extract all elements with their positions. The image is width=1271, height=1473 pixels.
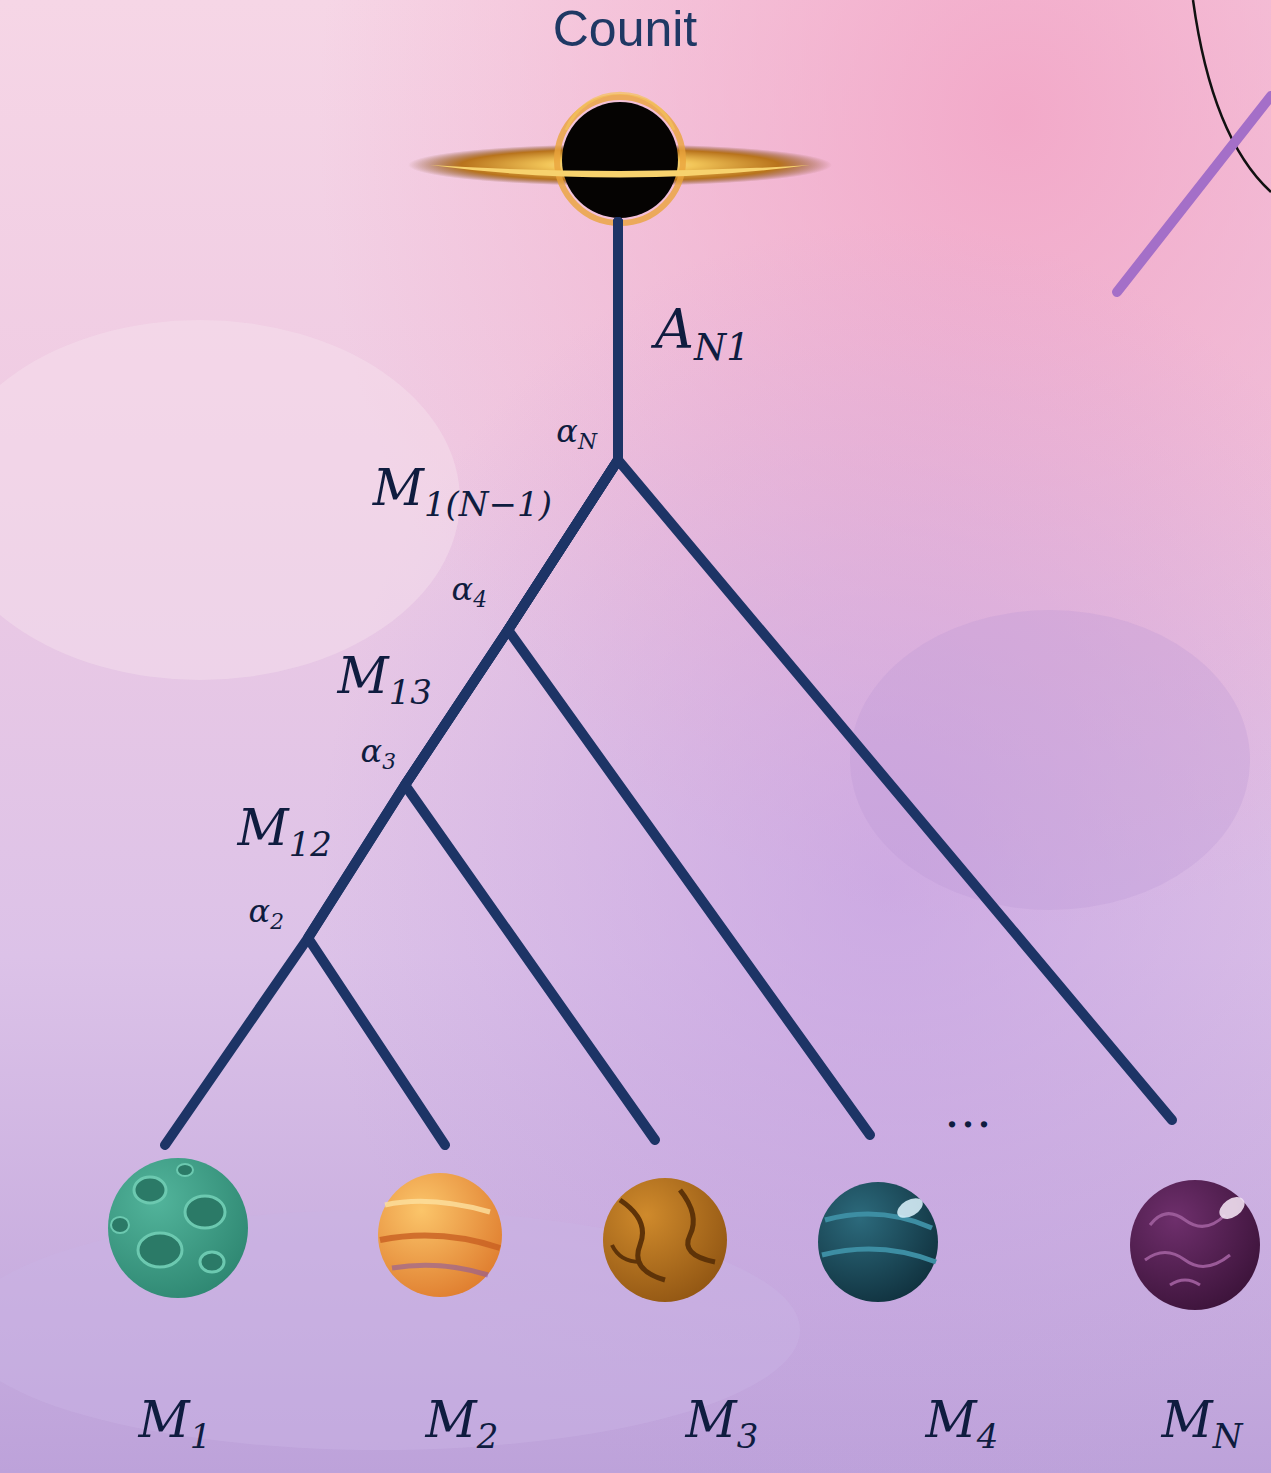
math-subscript: 4 (977, 1416, 999, 1456)
illustration-part (185, 1196, 225, 1228)
math-base: α (452, 570, 474, 608)
illustration-part (430, 165, 810, 178)
illustration-part (894, 1194, 926, 1222)
math-base: A (655, 298, 694, 361)
math-label: α3 (361, 734, 396, 769)
math-subscript: 12 (289, 823, 332, 863)
illustration-part (825, 1214, 932, 1228)
math-subscript: 13 (389, 671, 432, 711)
illustration-part (620, 1200, 665, 1280)
illustration-part (562, 102, 678, 218)
illustration-part (378, 1173, 502, 1297)
illustration-part (134, 1177, 166, 1203)
illustration-part (680, 1190, 715, 1262)
planet-node: MN (1133, 1120, 1271, 1460)
math-subscript: 3 (382, 749, 396, 774)
math-base: M (926, 1391, 977, 1449)
math-base: M (139, 1391, 190, 1449)
math-label: M1(N−1) (373, 461, 552, 516)
math-base: α (556, 412, 578, 450)
node-label: MN (1162, 1393, 1243, 1448)
planet-node: M3 (622, 1140, 822, 1460)
illustration-part (822, 1249, 936, 1262)
illustration-part (385, 1201, 490, 1212)
illustration-part (1215, 1193, 1248, 1224)
node-label: M2 (426, 1393, 499, 1448)
illustration-part (200, 1252, 224, 1272)
math-label: αN (556, 414, 597, 449)
planet-m4 (818, 1182, 938, 1302)
math-subscript: 1 (190, 1416, 212, 1456)
math-base: M (686, 1391, 737, 1449)
node-label: Counit (553, 2, 698, 57)
math-label: M12 (238, 801, 332, 856)
math-label: α4 (452, 572, 487, 607)
math-base: M (238, 799, 289, 857)
illustration-part (557, 97, 683, 223)
tree-branch (308, 222, 618, 1145)
node-label: M3 (686, 1393, 759, 1448)
planet-m3 (603, 1178, 727, 1302)
math-subscript: N1 (694, 326, 750, 369)
planet-node: M4 (862, 1135, 1062, 1460)
planet-mn (1130, 1180, 1260, 1310)
planet-m2 (378, 1173, 502, 1297)
illustration-part (566, 93, 674, 130)
illustration-part (177, 1164, 193, 1176)
edge-group (165, 222, 1172, 1145)
haze (850, 610, 1250, 910)
illustration-part (818, 1182, 938, 1302)
illustration-part (612, 1245, 640, 1262)
illustration-part (1130, 1180, 1260, 1310)
math-subscript: 2 (477, 1416, 499, 1456)
math-label: AN1 (655, 300, 750, 359)
tree-branch (618, 222, 1172, 1120)
purple-beam (1117, 96, 1271, 292)
math-base: M (426, 1391, 477, 1449)
black-hole-node: Counit (405, 0, 845, 222)
math-base: M (373, 459, 424, 517)
illustration-part (111, 1217, 129, 1233)
math-subscript: 2 (270, 909, 284, 934)
orbit-arc (1193, 0, 1271, 192)
math-label: M13 (338, 649, 432, 704)
math-subscript: 1(N−1) (424, 483, 552, 523)
black-hole (408, 93, 832, 223)
illustration-part (603, 1178, 727, 1302)
tree-branch (508, 222, 870, 1135)
illustration-part (1145, 1253, 1230, 1267)
illustration-part (380, 1236, 500, 1249)
planet-node: M1 (75, 1145, 275, 1460)
haze (0, 320, 460, 680)
math-base: M (1162, 1391, 1213, 1449)
planet-node: M2 (362, 1145, 562, 1460)
math-subscript: 3 (737, 1416, 759, 1456)
math-subscript: N (578, 429, 597, 454)
math-label: α2 (249, 894, 284, 929)
illustration-part (138, 1233, 182, 1267)
node-label: M4 (926, 1393, 999, 1448)
node-label: M1 (139, 1393, 212, 1448)
illustration-part (108, 1158, 248, 1298)
math-subscript: N (1213, 1416, 1243, 1456)
math-base: M (338, 647, 389, 705)
illustration-part (1150, 1214, 1225, 1227)
math-subscript: 4 (473, 587, 487, 612)
math-base: α (361, 732, 383, 770)
illustration-part (392, 1265, 488, 1275)
illustration-part (1170, 1280, 1200, 1285)
ellipsis-mark: … (944, 1084, 992, 1137)
math-base: α (249, 892, 271, 930)
planet-m1 (108, 1158, 248, 1298)
